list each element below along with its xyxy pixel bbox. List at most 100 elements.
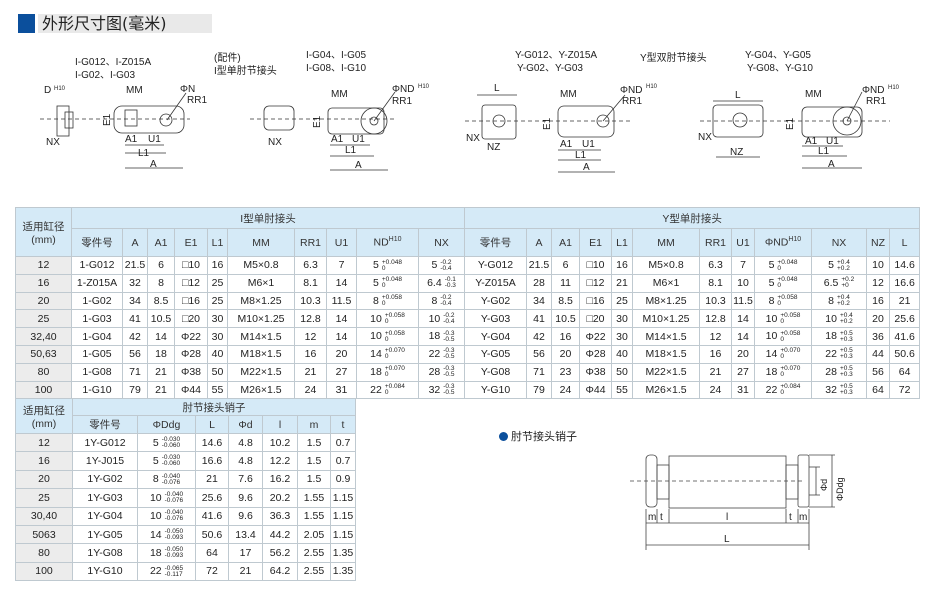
table-cell: 18-0.3-0.5 bbox=[417, 327, 466, 346]
tolerance: -0.3-0.5 bbox=[443, 366, 454, 379]
value-base: 5 bbox=[431, 259, 438, 272]
dimension-label: ΦND bbox=[392, 84, 414, 95]
tolerance-upper: +0.4 bbox=[837, 294, 850, 302]
table-cell: 14 bbox=[731, 327, 756, 346]
model-label: I-G04、I-G05 bbox=[306, 50, 366, 61]
column-header: NDH10 bbox=[356, 228, 419, 257]
table-cell: 5-0.030-0.060 bbox=[137, 432, 196, 453]
tolerance-upper: +0.5 bbox=[839, 383, 853, 391]
table-cell: 10.2 bbox=[262, 432, 298, 453]
tolerance-lower: +0.3 bbox=[839, 335, 853, 343]
table-cell: 8.5 bbox=[551, 291, 581, 311]
table-cell: 1-G08 bbox=[71, 362, 123, 382]
tolerance-upper: +0.048 bbox=[381, 258, 402, 266]
table-cell: 21.5 bbox=[526, 256, 553, 275]
tolerance-lower: +0.2 bbox=[837, 264, 850, 272]
tolerance: +0.2+0 bbox=[841, 277, 854, 290]
table-cell: 9.6 bbox=[228, 488, 263, 508]
table-cell: 44.2 bbox=[262, 524, 298, 545]
value-base: 10 bbox=[765, 330, 778, 343]
dimension-label: A bbox=[355, 160, 362, 171]
bore-cell: 16 bbox=[15, 273, 72, 293]
table-cell: 6.3 bbox=[294, 256, 327, 275]
table-cell: □12 bbox=[174, 273, 208, 293]
dimension-label: t bbox=[660, 512, 663, 523]
tolerance-upper: -0.030 bbox=[161, 435, 181, 443]
tolerance-lower: 0 bbox=[780, 389, 784, 397]
table-cell: 50 bbox=[611, 362, 634, 382]
table-cell: 1Y-J015 bbox=[72, 451, 138, 471]
column-header: 零件号 bbox=[464, 228, 528, 257]
table-cell: 14 bbox=[147, 327, 175, 346]
dimension-label: ΦND bbox=[620, 85, 642, 96]
table-cell: 1.35 bbox=[329, 543, 357, 563]
table-cell: □10 bbox=[579, 256, 613, 275]
tolerance: -0.3-0.5 bbox=[443, 348, 454, 361]
table-cell: 1.55 bbox=[297, 506, 331, 526]
column-header: t bbox=[329, 415, 357, 434]
tolerance-lower: +0 bbox=[841, 282, 849, 290]
table-cell: 8-0.2-0.4 bbox=[417, 291, 466, 311]
table-cell: 32 bbox=[122, 273, 148, 293]
tolerance-lower: -0.076 bbox=[164, 515, 184, 523]
table-cell: 25 bbox=[207, 273, 228, 293]
table-cell: 20 bbox=[731, 344, 756, 364]
table-cell: 21.5 bbox=[122, 256, 148, 275]
table-cell: Φ22 bbox=[579, 327, 613, 346]
value-base: 5 bbox=[768, 277, 775, 290]
table-cell: 71 bbox=[122, 362, 148, 382]
table-cell: 10.3 bbox=[699, 291, 733, 311]
tolerance-upper: +0.4 bbox=[839, 311, 853, 319]
tolerance: +0.4+0.2 bbox=[837, 259, 850, 272]
value-base: 10 bbox=[370, 312, 382, 325]
column-header: A bbox=[122, 228, 148, 257]
table-cell: 2.55 bbox=[297, 543, 331, 563]
tolerance-upper: +0.084 bbox=[384, 383, 405, 391]
table-cell: 25.6 bbox=[195, 488, 229, 508]
tolerance-upper: -0.040 bbox=[161, 472, 181, 480]
table-cell: 1.15 bbox=[329, 506, 357, 526]
tolerance-lower: +0.2 bbox=[837, 300, 850, 308]
table-cell: 22-0.065-0.117 bbox=[137, 561, 196, 582]
table-cell: 1.15 bbox=[329, 524, 357, 545]
table-cell: 5+0.4+0.2 bbox=[811, 256, 868, 275]
dimension-label: H10 bbox=[54, 86, 66, 92]
value-base: 6.5 bbox=[823, 277, 839, 290]
value-base: 5 bbox=[768, 259, 775, 272]
tolerance-upper: -0.030 bbox=[161, 454, 181, 462]
table-cell: 4.8 bbox=[228, 451, 263, 471]
value-base: 22 bbox=[370, 383, 382, 396]
tolerance: -0.065-0.117 bbox=[165, 565, 183, 578]
tolerance-lower: -0.5 bbox=[443, 335, 455, 343]
value-base: 8 bbox=[768, 294, 775, 307]
column-header: L bbox=[195, 415, 229, 434]
bore-cell: 5063 bbox=[15, 524, 73, 545]
table-cell: 1.55 bbox=[297, 488, 331, 508]
dimension-label: E1 bbox=[102, 113, 113, 126]
table-cell: 1.35 bbox=[329, 561, 357, 582]
dimension-label: L bbox=[724, 534, 730, 545]
table-cell: 0.7 bbox=[329, 432, 357, 453]
dimension-label: L bbox=[735, 90, 741, 101]
table-cell: M8×1.25 bbox=[227, 291, 295, 311]
tolerance: -0.3-0.5 bbox=[443, 330, 455, 343]
value-base: 5 bbox=[828, 259, 835, 272]
value-base: 18 bbox=[825, 330, 837, 343]
table-cell: 44 bbox=[866, 344, 891, 364]
dimension-label: MM bbox=[560, 89, 577, 100]
table-cell: 1-G10 bbox=[71, 380, 123, 400]
tolerance-upper: +0.070 bbox=[780, 347, 801, 355]
tolerance-lower: 0 bbox=[777, 300, 782, 308]
dimension-label: L bbox=[494, 83, 500, 94]
